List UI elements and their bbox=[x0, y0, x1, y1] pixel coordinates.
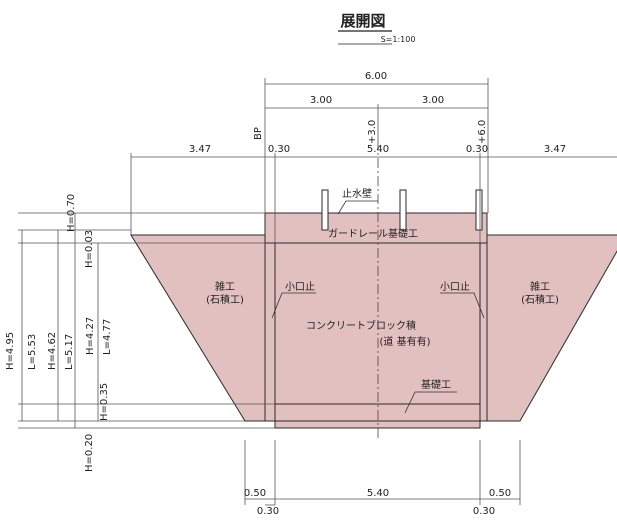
dim-l477: L=4.77 bbox=[102, 319, 113, 355]
base-foundation bbox=[274, 403, 481, 429]
dim-right-half: 3.00 bbox=[422, 95, 444, 106]
cutoff-posts bbox=[321, 189, 483, 231]
bp-mark: BP bbox=[253, 127, 264, 140]
inner-lines bbox=[245, 212, 520, 428]
label-foundation: 基礎工 bbox=[421, 378, 451, 391]
dim-bottom-right-wall: 0.50 bbox=[489, 488, 511, 499]
scale-text: S=1:100 bbox=[381, 35, 416, 44]
dim-top-inner: 5.40 bbox=[367, 144, 389, 155]
label-block-wall: コンクリートブロック積 bbox=[306, 319, 416, 332]
dim-h462: H=4.62 bbox=[47, 332, 58, 370]
dim-l553: L=5.53 bbox=[27, 334, 38, 370]
leader-lines bbox=[271, 200, 485, 414]
label-wing-right-sub: (石積工) bbox=[521, 293, 559, 306]
label-opening-right: 小口止 bbox=[440, 281, 470, 293]
left-wing-wall bbox=[130, 234, 266, 422]
dim-bottom-right-base: 0.30 bbox=[473, 506, 495, 517]
dim-h427: H=4.27 bbox=[85, 317, 96, 355]
post-left bbox=[321, 189, 329, 231]
dim-h035: H=0.35 bbox=[99, 383, 110, 421]
dim-top-wall-right: 0.30 bbox=[466, 144, 488, 155]
dim-bottom-left-wall: 0.50 bbox=[244, 488, 266, 499]
post-right bbox=[475, 189, 483, 231]
label-cutoff-wall: 止水壁 bbox=[342, 187, 372, 200]
label-opening-left: 小口止 bbox=[285, 281, 315, 293]
label-guardrail-foundation: ガードレール基礎工 bbox=[328, 227, 418, 240]
main-block-wall bbox=[264, 234, 488, 422]
guardrail-foundation bbox=[264, 212, 488, 244]
top-dimension-lines bbox=[130, 78, 617, 243]
dim-l517: L=5.17 bbox=[64, 334, 75, 370]
label-wing-left: 雑工 bbox=[215, 280, 235, 293]
drawing-title: 展開図 bbox=[340, 12, 385, 30]
station-center: +3.0 bbox=[367, 120, 378, 144]
dim-bottom-inner: 5.40 bbox=[367, 488, 389, 499]
dim-total-width: 6.00 bbox=[365, 71, 387, 82]
dim-h003: H=0.03 bbox=[84, 230, 95, 268]
dim-wing-right: 3.47 bbox=[544, 144, 566, 155]
left-dimension-lines bbox=[18, 212, 275, 429]
structure-body bbox=[130, 212, 617, 429]
dim-bottom-left-base: 0.30 bbox=[257, 506, 279, 517]
dim-left-half: 3.00 bbox=[310, 95, 332, 106]
dim-h495: H=4.95 bbox=[5, 332, 16, 370]
dim-h070: H=0.70 bbox=[66, 194, 77, 232]
label-block-wall-sub: (道 基有有) bbox=[380, 335, 431, 348]
post-center bbox=[399, 189, 407, 231]
label-wing-left-sub: (石積工) bbox=[206, 293, 244, 306]
label-wing-right: 雑工 bbox=[530, 280, 550, 293]
right-wing-wall bbox=[486, 234, 617, 422]
dim-wing-left: 3.47 bbox=[189, 144, 211, 155]
dim-top-wall-left: 0.30 bbox=[268, 144, 290, 155]
dim-h020: H=0.20 bbox=[84, 434, 95, 472]
bottom-dimension-lines bbox=[244, 440, 521, 506]
station-right: +6.0 bbox=[477, 120, 488, 144]
